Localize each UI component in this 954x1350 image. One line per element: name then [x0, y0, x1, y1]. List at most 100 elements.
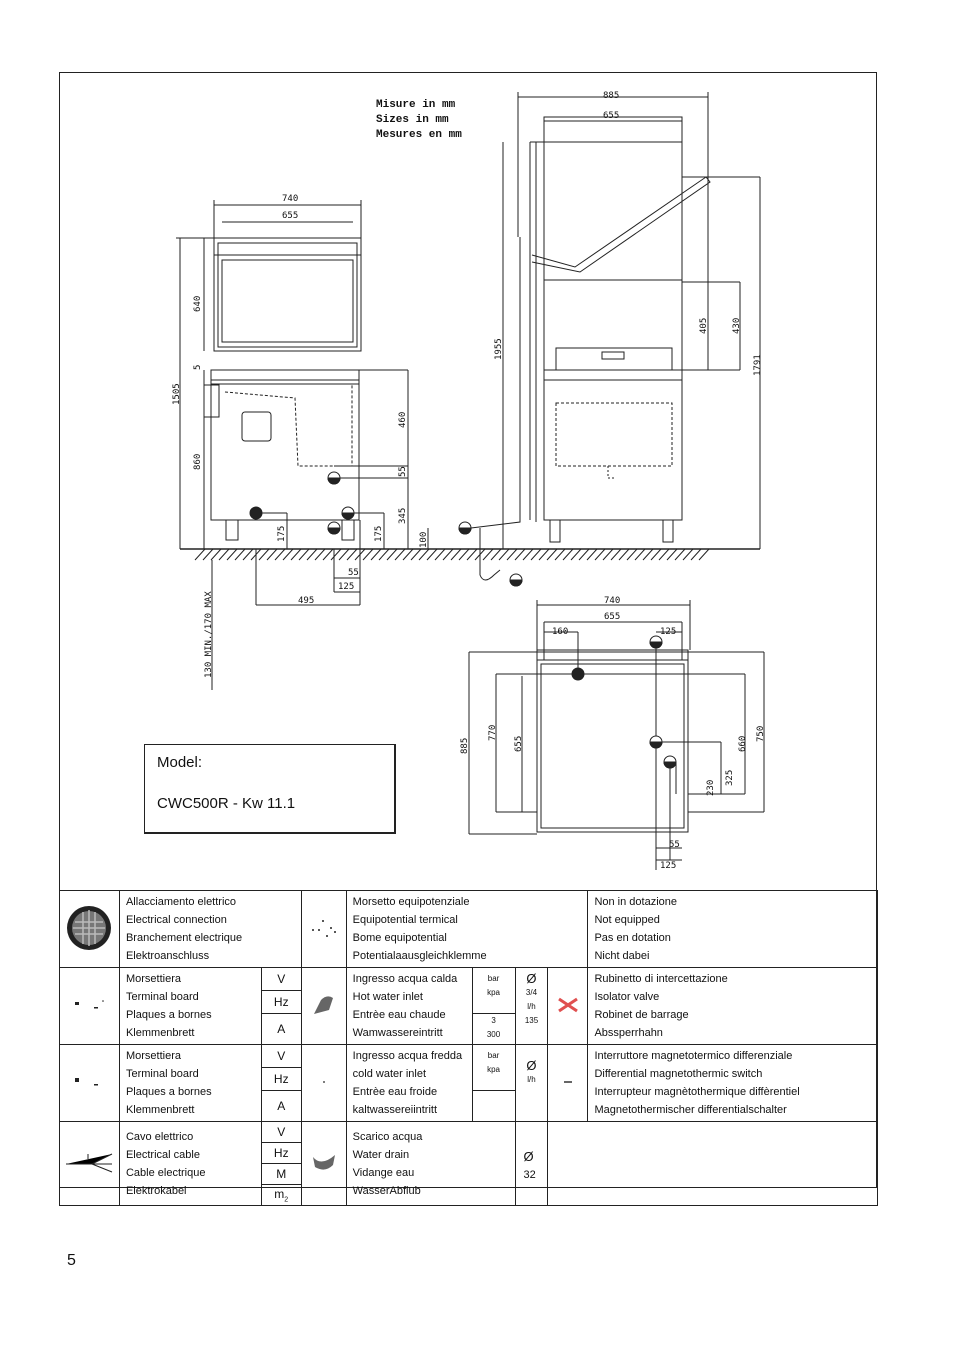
legend-drain-text: Scarico acqua Water drain Vidange eau Wa… — [345, 1121, 516, 1206]
legend-row-cold-water-2: Hz — [60, 1066, 878, 1091]
legend-icon-cell — [300, 890, 347, 968]
dim-plan-885: 885 — [460, 738, 470, 754]
legend-icon-cell — [59, 967, 120, 1045]
plan-view — [468, 600, 765, 870]
legend-icon-cell — [59, 890, 120, 968]
legend-cold-water-text: Ingresso acqua fredda cold water inlet E… — [345, 1044, 473, 1122]
dim-front-55b: 55 — [348, 568, 359, 578]
dim-front-860: 860 — [193, 454, 203, 470]
dim-front-5: 5 — [193, 365, 203, 370]
legend-isolator-text: Rubinetto di intercettazione Isolator va… — [587, 967, 878, 1045]
unit-volt: V — [260, 1121, 302, 1143]
electrical-connection-icon — [67, 905, 112, 950]
dim-side-405: 405 — [699, 318, 709, 334]
legend-icon-cell — [300, 1121, 347, 1206]
legend-equipotential-text: Morsetto equipotenziale Equipotential te… — [345, 890, 589, 968]
legend-terminal-board-text: Morsettiera Terminal board Plaques a bor… — [118, 1044, 262, 1122]
dim-front-125: 125 — [338, 582, 354, 592]
legend-row-cold-water-3: A — [60, 1089, 878, 1123]
dim-side-655: 655 — [603, 111, 619, 121]
dim-front-55: 55 — [398, 466, 408, 477]
dim-front-655: 655 — [282, 211, 298, 221]
magnetothermic-switch-icon — [563, 1081, 572, 1083]
legend-row-electrical: Allacciamento elettrico Electrical conne… — [59, 890, 878, 968]
legend-hot-water-text: Ingresso acqua calda Hot water inlet Ent… — [345, 967, 473, 1045]
legend-drain-size: Ø 32 — [514, 1121, 549, 1206]
legend-icon-cell — [547, 1044, 589, 1122]
legend-not-equipped-text: Non in dotazione Not equipped Pas en dot… — [587, 890, 878, 968]
dim-front-495: 495 — [298, 596, 314, 606]
model-value: CWC500R - Kw 11.1 — [157, 795, 296, 812]
dim-side-1791: 1791 — [753, 354, 763, 376]
legend-pressure-values: 3 300 — [471, 1012, 516, 1046]
legend-icon-cell — [59, 1044, 120, 1122]
cold-water-inlet-icon — [322, 1080, 325, 1083]
legend-row-hot-water: Morsettiera Terminal board Plaques a bor… — [59, 967, 878, 1045]
isolator-valve-icon — [558, 997, 578, 1012]
dim-front-345: 345 — [398, 508, 408, 524]
dim-plan-750: 750 — [756, 726, 766, 742]
legend-table: Allacciamento elettrico Electrical conne… — [59, 890, 878, 1206]
dim-plan-655: 655 — [604, 612, 620, 622]
dim-side-885: 885 — [603, 91, 619, 101]
dim-side-1955: 1955 — [494, 338, 504, 360]
unit-hertz: Hz — [260, 1066, 302, 1091]
legend-empty-cell — [547, 1121, 878, 1206]
legend-electrical-text: Allacciamento elettrico Electrical conne… — [118, 890, 302, 968]
legend-switch-text: Interruttore magnetotermico differenzial… — [587, 1044, 878, 1122]
legend-cable-text: Cavo elettrico Electrical cable Cable el… — [118, 1121, 262, 1206]
page-number: 5 — [67, 1252, 76, 1269]
dim-plan-770: 770 — [488, 725, 498, 741]
dim-side-430: 430 — [732, 318, 742, 334]
dim-plan-55: 55 — [669, 840, 680, 850]
side-view — [502, 92, 761, 549]
unit-section: m2 — [260, 1184, 302, 1206]
model-label: Model: — [157, 754, 203, 771]
dim-plan-655-v: 655 — [514, 736, 524, 752]
dim-plan-160: 160 — [552, 627, 568, 637]
legend-flow-hot: Ø 3/4 l/h 135 — [514, 967, 549, 1045]
equipotential-icon — [311, 919, 336, 937]
unit-volt: V — [260, 1044, 302, 1068]
unit-meter: M — [260, 1163, 302, 1185]
terminal-board-icon — [75, 1077, 99, 1085]
dim-plan-230: 230 — [706, 780, 716, 796]
dim-plan-740: 740 — [604, 596, 620, 606]
dim-front-175a: 175 — [277, 526, 287, 542]
front-view — [176, 200, 760, 690]
dim-front-feet: 130 MIN./170 MAX — [204, 591, 214, 678]
dim-plan-125-top: 125 — [660, 627, 676, 637]
dim-plan-660: 660 — [738, 736, 748, 752]
dim-front-740: 740 — [282, 194, 298, 204]
legend-icon-cell — [300, 967, 347, 1045]
legend-terminal-board-text: Morsettiera Terminal board Plaques a bor… — [118, 967, 262, 1045]
dim-front-640: 640 — [193, 296, 203, 312]
legend-icon-cell — [300, 1044, 347, 1122]
legend-flow-cold: Ø l/h — [514, 1044, 549, 1122]
dim-front-460: 460 — [398, 412, 408, 428]
legend-row-cold-water: Morsettiera Terminal board Plaques a bor… — [59, 1044, 878, 1122]
technical-drawing: 740 655 640 5 1505 860 460 55 345 175 17… — [172, 91, 766, 871]
legend-row-hot-water-3: A 3 300 — [60, 1012, 878, 1046]
unit-ampere: A — [260, 1012, 302, 1046]
electrical-cable-icon — [66, 1153, 113, 1173]
water-drain-icon — [312, 1155, 335, 1170]
legend-row-cable: Cavo elettrico Electrical cable Cable el… — [59, 1121, 878, 1206]
unit-ampere: A — [260, 1089, 302, 1123]
unit-hertz: Hz — [260, 1142, 302, 1164]
hot-water-inlet-icon — [313, 995, 333, 1014]
model-box: Model: CWC500R - Kw 11.1 — [144, 744, 396, 834]
legend-icon-cell — [59, 1121, 120, 1206]
dim-front-1505: 1505 — [172, 383, 182, 405]
legend-row-cable-4: m2 — [60, 1184, 878, 1206]
unit-volt: V — [260, 967, 302, 991]
terminal-board-icon — [75, 999, 105, 1008]
dim-plan-125-bottom: 125 — [660, 861, 676, 871]
dim-front-175b: 175 — [374, 526, 384, 542]
dim-front-100: 100 — [419, 532, 429, 548]
unit-hertz: Hz — [260, 989, 302, 1014]
legend-empty-cell — [471, 1089, 516, 1123]
legend-pressure-units: bar kpa — [471, 1044, 516, 1091]
legend-pressure-units: bar kpa — [471, 967, 516, 1014]
dim-plan-325: 325 — [725, 770, 735, 786]
